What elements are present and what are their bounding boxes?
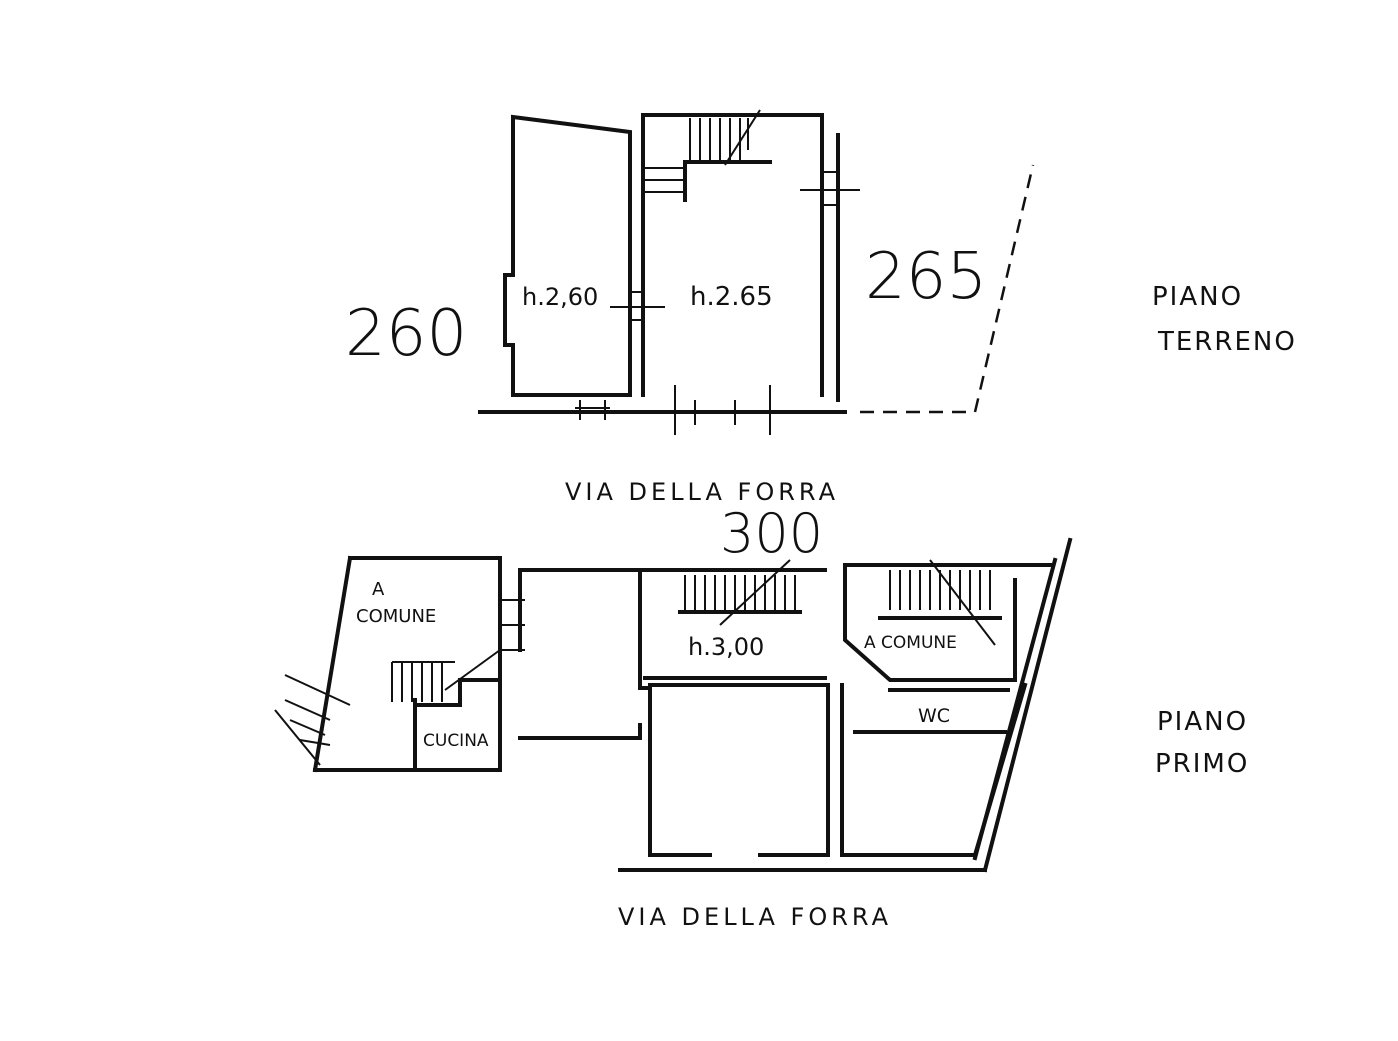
street-label-ground: VIA DELLA FORRA [565, 478, 839, 506]
kitchen-label: CUCINA [423, 731, 489, 751]
common-area-right: A COMUNE [864, 633, 957, 653]
first-floor-plan: 300 h.3,00 A COMUNE A COMUNE CUCINA WC P… [274, 502, 1249, 931]
floor-title-ground-1: PIANO [1152, 282, 1243, 312]
stairs-icon [878, 559, 1002, 646]
common-area-left-1: A [372, 579, 385, 600]
stairs-icon [678, 559, 802, 626]
dimension-260: 260 [345, 297, 467, 371]
wc-label: WC [918, 705, 950, 727]
common-area-left-2: COMUNE [356, 606, 436, 627]
room-height-right: h.2.65 [690, 282, 773, 312]
floor-title-first-1: PIANO [1157, 707, 1248, 737]
stairs-icon [645, 109, 761, 193]
dimension-265: 265 [865, 240, 987, 314]
room-height-hall: h.3,00 [688, 633, 764, 661]
dimension-300: 300 [720, 502, 823, 565]
floor-title-first-2: PRIMO [1155, 749, 1249, 779]
room-height-left: h.2,60 [522, 283, 598, 311]
street-label-first: VIA DELLA FORRA [618, 903, 892, 931]
ground-floor-plan: 260 265 h.2,60 h.2.65 PIANO TERRENO VIA … [345, 109, 1297, 506]
floor-title-ground-2: TERRENO [1157, 327, 1297, 357]
stairs-icon [274, 649, 501, 766]
